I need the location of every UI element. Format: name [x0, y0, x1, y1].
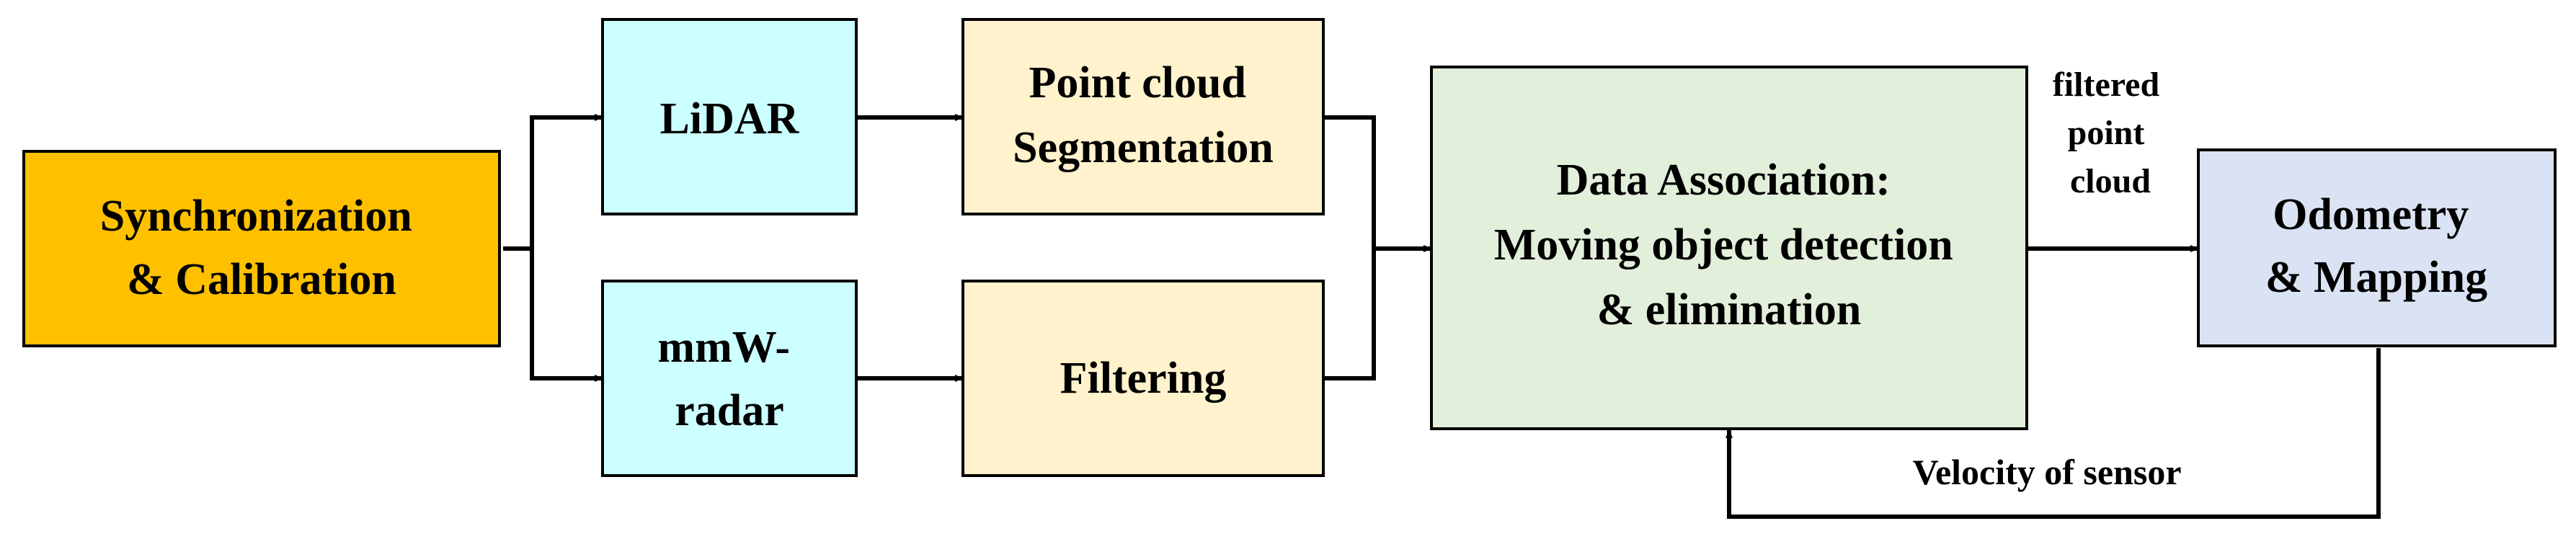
box-segmentation: Point cloud Segmentation — [961, 18, 1325, 215]
box-association: Data Association: Moving object detectio… — [1430, 66, 2028, 430]
box-odometry-shape — [2197, 148, 2557, 347]
box-segmentation-line-1: Point cloud — [1029, 58, 1246, 107]
box-sync: Synchronization & Calibration — [22, 150, 501, 347]
box-sync-label: Synchronization & Calibration — [100, 192, 423, 304]
box-sync-shape — [22, 150, 501, 347]
box-radar-line-2: radar — [675, 386, 784, 435]
box-odometry-line-2: & Mapping — [2265, 253, 2487, 302]
label-velocity-line-1: Velocity of sensor — [1912, 452, 2181, 492]
box-sync-line-2: & Calibration — [127, 255, 396, 304]
box-filtering: Filtering — [961, 280, 1325, 477]
box-radar-label: mmW- radar — [657, 323, 801, 435]
arrow-sync-to-lidar — [503, 114, 603, 251]
box-segmentation-label: Point cloud Segmentation — [1013, 58, 1274, 172]
box-sync-line-1: Synchronization — [100, 192, 412, 241]
box-association-label: Data Association: Moving object detectio… — [1494, 156, 1965, 334]
label-filtered-line-2: point — [2068, 114, 2145, 152]
box-association-line-1: Data Association: — [1557, 156, 1891, 205]
box-odometry-line-1: Odometry — [2273, 190, 2469, 239]
arrow-segmentation-to-association — [1323, 115, 1432, 252]
box-lidar-line-1: LiDAR — [660, 94, 800, 143]
box-radar: mmW- radar — [601, 280, 858, 477]
box-association-shape — [1430, 66, 2028, 430]
box-segmentation-shape — [961, 18, 1325, 215]
box-lidar-shape — [601, 18, 858, 215]
box-radar-line-1: mmW- — [657, 323, 790, 372]
box-filtering-label: Filtering — [1060, 354, 1227, 403]
box-association-line-3: & elimination — [1597, 285, 1862, 334]
box-segmentation-line-2: Segmentation — [1013, 123, 1274, 172]
connectors — [503, 114, 2381, 519]
box-lidar-label: LiDAR — [660, 94, 800, 143]
box-lidar: LiDAR — [601, 18, 858, 215]
line-filtering-to-association — [1323, 249, 1376, 380]
label-filtered-point-cloud: filtered point cloud — [2053, 66, 2168, 200]
box-association-line-2: Moving object detection — [1494, 220, 1953, 270]
arrow-sync-to-radar — [530, 249, 603, 382]
box-radar-shape — [601, 280, 858, 477]
box-filtering-shape — [961, 280, 1325, 477]
label-filtered-line-1: filtered — [2053, 66, 2160, 104]
box-filtering-line-1: Filtering — [1060, 354, 1227, 403]
box-odometry: Odometry & Mapping — [2197, 148, 2557, 347]
box-odometry-label: Odometry & Mapping — [2265, 190, 2487, 302]
arrow-odometry-velocity-feedback — [1726, 348, 2381, 519]
label-filtered-line-3: cloud — [2070, 162, 2151, 200]
label-velocity-of-sensor: Velocity of sensor — [1912, 452, 2181, 492]
